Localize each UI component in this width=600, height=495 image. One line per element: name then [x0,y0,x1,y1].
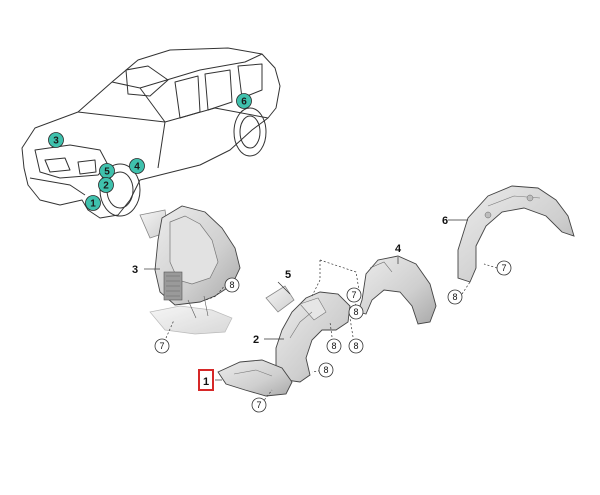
fastener-ref-8-c: 8 [326,338,342,354]
callout-3: 3 [132,264,138,276]
fastener-ref-7-d-label: 7 [501,263,506,273]
fastener-ref-8-b-label: 8 [353,307,358,317]
part-3-wheel-arch-liner [139,205,241,335]
vehicle-marker-3: 3 [48,132,64,148]
part-5-plate [265,285,295,313]
fastener-ref-8-f: 8 [447,289,463,305]
vehicle-marker-2: 2 [98,177,114,193]
callout-5: 5 [285,269,291,281]
vehicle-marker-4: 4 [129,158,145,174]
fastener-ref-7-d: 7 [496,260,512,276]
vehicle-marker-1: 1 [85,195,101,211]
part-4-wheel-arch-liner [357,255,437,325]
part-2-wheel-arch-liner [275,291,351,383]
vehicle-marker-6-label: 6 [241,97,247,108]
vehicle-outline [21,47,281,219]
fastener-ref-8-c-label: 8 [331,341,336,351]
fastener-ref-8-e-label: 8 [323,365,328,375]
fastener-ref-8-e: 8 [318,362,334,378]
fastener-ref-8-a: 8 [224,277,240,293]
vehicle-marker-1-label: 1 [90,199,96,210]
vehicle-marker-3-label: 3 [53,136,59,147]
fastener-ref-8-a-label: 8 [229,280,234,290]
callout-6: 6 [442,215,448,227]
fastener-ref-7-c-label: 7 [256,400,261,410]
part-6-wheel-arch-liner [457,185,575,283]
vehicle-marker-6: 6 [236,93,252,109]
callout-1: 1 [203,376,209,388]
callout-2: 2 [253,334,259,346]
vehicle-marker-4-label: 4 [134,162,140,173]
fastener-ref-7-b-label: 7 [351,290,356,300]
callout-4: 4 [395,243,402,255]
callout-1-highlight: 1 [198,369,214,391]
fastener-ref-8-b: 8 [348,304,364,320]
vehicle-marker-5: 5 [99,163,115,179]
vehicle-marker-5-label: 5 [104,167,110,178]
fastener-ref-8-d: 8 [348,338,364,354]
fastener-ref-7-a: 7 [154,338,170,354]
fastener-ref-7-c: 7 [251,397,267,413]
fastener-ref-8-d-label: 8 [353,341,358,351]
fastener-ref-8-f-label: 8 [452,292,457,302]
part-1-lower-liner [217,359,293,397]
vehicle-marker-2-label: 2 [103,181,109,192]
fastener-ref-7-b: 7 [346,287,362,303]
fastener-ref-7-a-label: 7 [159,341,164,351]
